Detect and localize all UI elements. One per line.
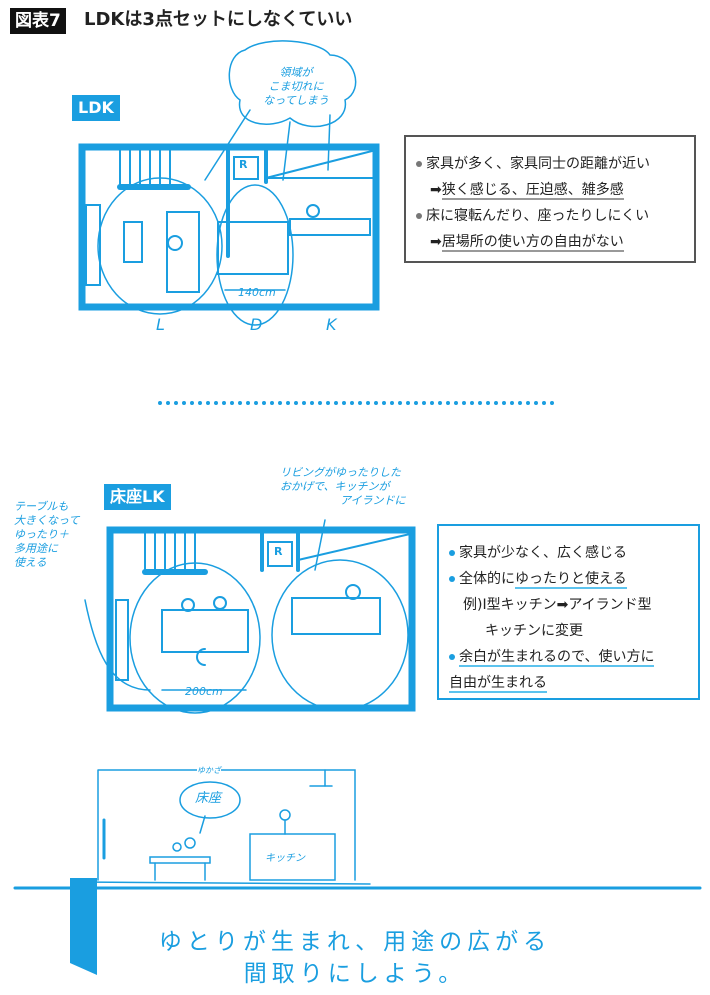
bubble-text: 床座 (195, 791, 222, 806)
point-text: 全体的に (459, 571, 515, 587)
point: キッチンに変更 (485, 623, 583, 639)
fridge-label: R (239, 158, 248, 171)
arrow-icon: ➡ (430, 182, 442, 198)
slogan-line-2: 間取りにしよう。 (243, 961, 467, 987)
point: ➡狭く感じる、圧迫感、雑多感 (416, 177, 684, 203)
zone-d: D (250, 315, 263, 334)
yukaza-ruby: ゆかざ (197, 764, 221, 778)
yukaza-benefits-box: 家具が少なく、広く感じる 全体的にゆったりと使える 例)I型キッチン➡アイランド… (437, 524, 700, 700)
note-line: アイランドに (340, 494, 406, 507)
ldk-floor-plan (78, 40, 380, 326)
zone-l: L (156, 315, 165, 334)
note-line: 領域が (279, 66, 313, 79)
ldk-problems-box: 家具が多く、家具同士の距離が近い ➡狭く感じる、圧迫感、雑多感 床に寝転んだり、… (404, 135, 696, 263)
ldk-label: LDK (72, 95, 120, 121)
note-line: なってしまう (263, 94, 329, 107)
point: ➡居場所の使い方の自由がない (416, 229, 684, 255)
point: 家具が少なく、広く感じる (449, 540, 688, 566)
bullet-icon (449, 654, 455, 660)
kitchen-text: キッチン (265, 853, 305, 864)
ldk-dimension: 140cm (238, 286, 276, 299)
point-text: 狭く感じる、圧迫感、雑多感 (441, 182, 624, 200)
slogan-line-1: ゆとりが生まれ、用途の広がる (158, 929, 552, 955)
yukaza-dimension: 200cm (185, 685, 223, 698)
bullet-icon (449, 576, 455, 582)
point-text: 余白が生まれるので、使い方に (459, 649, 655, 667)
point-text: 家具が多く、家具同士の距離が近い (426, 156, 650, 172)
bullet-icon (416, 213, 422, 219)
yukaza-elevation (77, 769, 371, 885)
point: 床に寝転んだり、座ったりしにくい (416, 203, 684, 229)
note-line: おかげで、キッチンが (280, 480, 390, 493)
point: 全体的にゆったりと使える (449, 566, 688, 592)
bullet-icon (416, 161, 422, 167)
note-line: こま切れに (268, 80, 324, 93)
point: 自由が生まれる (449, 670, 688, 696)
ldk-handwritten-note: 領域が こま切れに なってしまう (256, 66, 336, 108)
yukaza-label: 床座LK (104, 484, 171, 510)
note-line: テーブルも (14, 500, 69, 513)
yukaza-top-note: リビングがゆったりした おかげで、キッチンが アイランドに (280, 466, 440, 508)
point-text: 床に寝転んだり、座ったりしにくい (426, 208, 650, 224)
note-line: リビングがゆったりした (280, 466, 401, 479)
yukaza-floor-plan (84, 519, 416, 714)
banner-tab (70, 878, 97, 975)
fridge-label: R (274, 545, 283, 558)
point-text: 自由が生まれる (449, 675, 547, 693)
note-line: 大きくなって (14, 514, 80, 527)
point-text: 居場所の使い方の自由がない (441, 234, 624, 252)
zone-k: K (326, 315, 337, 334)
point-text-underlined: ゆったりと使える (515, 571, 627, 589)
point-text: 家具が少なく、広く感じる (459, 545, 627, 561)
bullet-icon (449, 550, 455, 556)
point: 余白が生まれるので、使い方に (449, 644, 688, 670)
note-line: ゆったり＋ (14, 528, 69, 541)
point: 例)I型キッチン➡アイランド型 (463, 597, 652, 613)
arrow-icon: ➡ (430, 234, 442, 250)
figure-tag: 図表7 (10, 8, 66, 34)
note-line: 使える (14, 556, 47, 569)
yukaza-left-note: テーブルも 大きくなって ゆったり＋ 多用途に 使える (14, 500, 94, 570)
note-line: 多用途に (14, 542, 58, 555)
point: 家具が多く、家具同士の距離が近い (416, 151, 684, 177)
page-title: LDKは3点セットにしなくていい (84, 9, 353, 30)
